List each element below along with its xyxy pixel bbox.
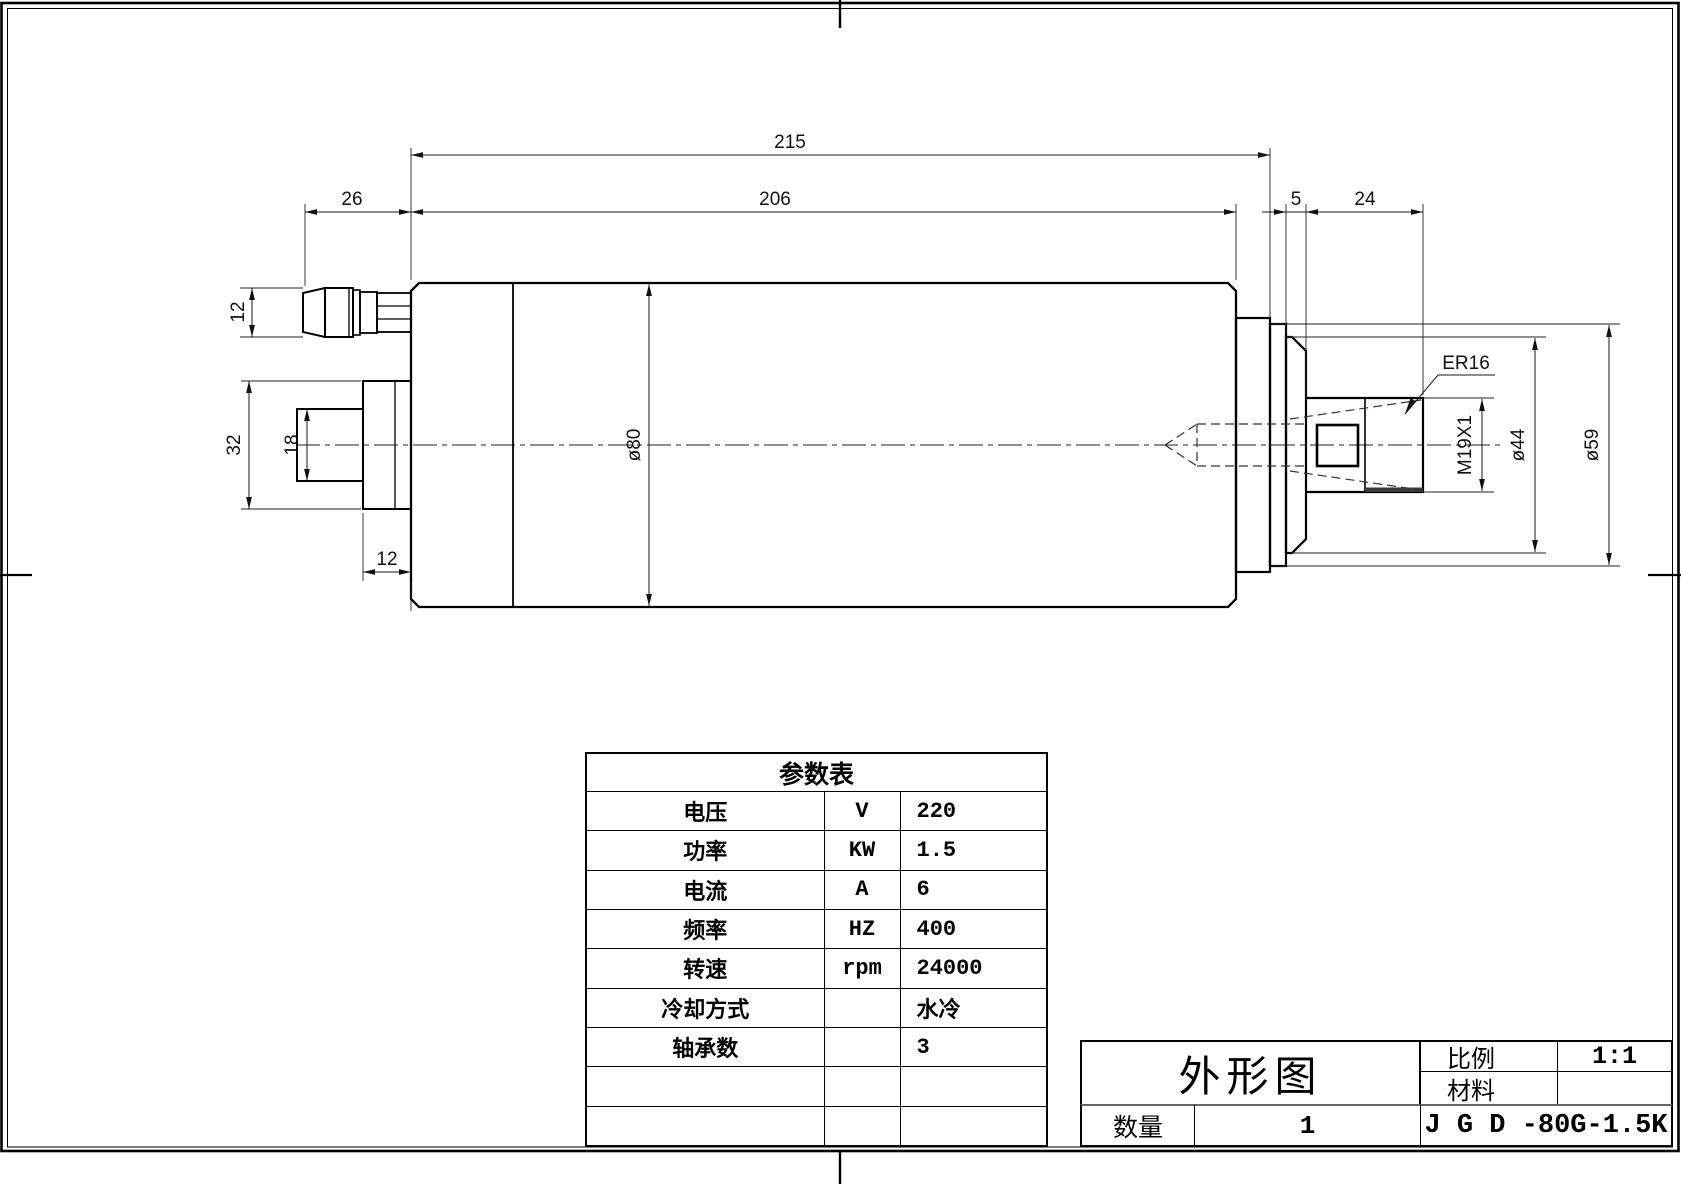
parameter-table-row xyxy=(585,1105,1048,1147)
parameter-table-cell: 24000 xyxy=(899,948,1048,989)
parameter-table-cell: 220 xyxy=(899,790,1048,832)
dim-206: 206 xyxy=(759,189,791,210)
dim-diameter-59: ø59 xyxy=(1582,429,1603,462)
parameter-table-cell xyxy=(823,1066,901,1107)
dim-215: 215 xyxy=(774,132,806,153)
parameter-table-cell: 电流 xyxy=(585,869,825,910)
parameter-table-cell: 冷却方式 xyxy=(585,987,825,1028)
parameter-table-title: 参数表 xyxy=(585,752,1048,792)
parameter-table-cell: 功率 xyxy=(585,830,825,871)
parameter-table-cell: V xyxy=(823,790,901,832)
title-block-quantity-value: 1 xyxy=(1195,1104,1421,1147)
spindle-body xyxy=(409,281,1238,609)
parameter-table-header-row: 参数表 xyxy=(585,752,1048,792)
parameter-table-cell: 水冷 xyxy=(899,987,1048,1028)
parameter-table-cell xyxy=(823,1026,901,1068)
parameter-table-cell: 400 xyxy=(899,908,1048,950)
parameter-table-cell xyxy=(899,1105,1048,1147)
parameter-table-cell: 1.5 xyxy=(899,830,1048,871)
parameter-table-cell xyxy=(823,987,901,1028)
dim-diameter-44: ø44 xyxy=(1508,428,1529,461)
parameter-table-cell xyxy=(585,1105,825,1147)
parameter-table-cell: 转速 xyxy=(585,948,825,989)
title-block-model: J G D -80G-1.5K xyxy=(1421,1104,1673,1147)
parameter-table-cell xyxy=(585,1066,825,1107)
dim-32: 32 xyxy=(224,434,245,455)
extension-lines xyxy=(240,148,1620,611)
parameter-table-cell: 电压 xyxy=(585,790,825,832)
dimension-lines xyxy=(246,152,1612,606)
title-block-scale-value: 1:1 xyxy=(1558,1040,1673,1072)
dim-diameter-80: ø80 xyxy=(624,429,645,462)
parameter-table-cell xyxy=(899,1066,1048,1107)
title-block-scale-label: 比例 xyxy=(1421,1040,1558,1073)
title-block-drawing-name: 外形图 xyxy=(1080,1040,1421,1104)
rear-shaft-stub xyxy=(296,380,412,510)
title-block-material-label: 材料 xyxy=(1421,1072,1558,1105)
parameter-table-cell: 轴承数 xyxy=(585,1026,825,1068)
parameter-table-cell: HZ xyxy=(823,908,901,950)
label-er16: ER16 xyxy=(1442,353,1490,374)
parameter-table-cell: 3 xyxy=(899,1026,1048,1068)
rear-connector-fitting xyxy=(302,286,412,339)
parameter-table-cell: 6 xyxy=(899,869,1048,910)
er16-leader-line xyxy=(1404,374,1495,415)
dim-5: 5 xyxy=(1291,189,1302,210)
phantom-tool-taper xyxy=(1164,399,1422,491)
parameter-table-row: 冷却方式 水冷 xyxy=(585,987,1048,1028)
parameter-table-cell: 频率 xyxy=(585,908,825,950)
drive-square-hole xyxy=(1315,423,1360,468)
title-block-quantity-label: 数量 xyxy=(1080,1104,1195,1147)
dim-24: 24 xyxy=(1354,189,1376,210)
parameter-table-row xyxy=(585,1066,1048,1107)
dim-18: 18 xyxy=(282,434,303,455)
er16-leader-arrow xyxy=(1405,398,1416,414)
barrel-outline xyxy=(409,281,1238,609)
dimension-labels: 215 206 26 5 24 12 32 18 12 ø80 M19X1 ø4… xyxy=(224,132,1603,570)
parameter-table-row: 轴承数 3 xyxy=(585,1026,1048,1068)
dim-thread-m19x1: M19X1 xyxy=(1455,415,1476,475)
title-block-material-value xyxy=(1558,1072,1673,1104)
parameter-table-cell: A xyxy=(823,869,901,910)
dim-12-connector: 12 xyxy=(228,301,249,322)
parameter-table-cell: rpm xyxy=(823,948,901,989)
dim-26: 26 xyxy=(341,189,362,210)
dim-12-rear: 12 xyxy=(376,549,397,570)
parameter-table-cell: KW xyxy=(823,830,901,871)
parameter-table-cell xyxy=(823,1105,901,1147)
nut-shade-band xyxy=(1365,487,1423,492)
